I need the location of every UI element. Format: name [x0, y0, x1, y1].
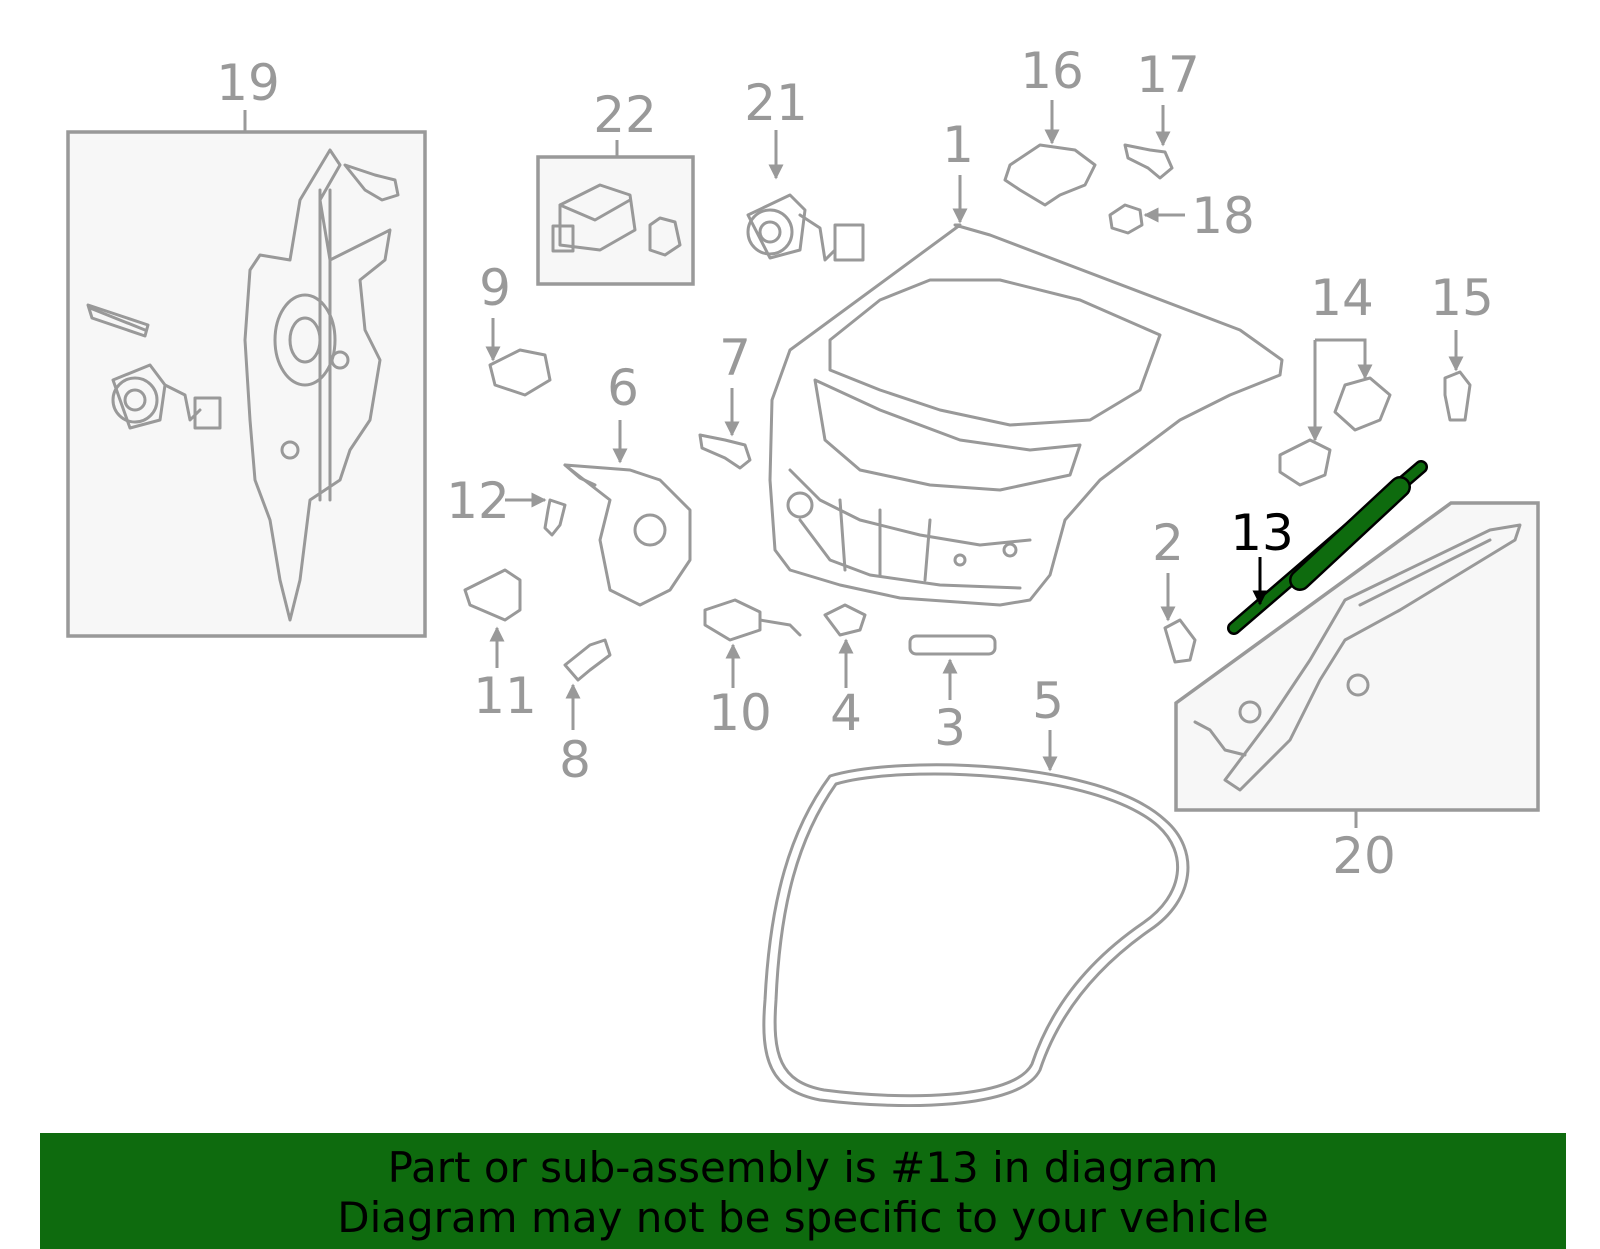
part-16-bracket[interactable]: [1003, 100, 1097, 207]
part-info-banner: Part or sub-assembly is #13 in diagram D…: [40, 1133, 1566, 1249]
callout-9: 9: [479, 259, 511, 317]
callout-21: 21: [744, 74, 808, 132]
part-17-bolt[interactable]: [1123, 105, 1174, 180]
callout-14: 14: [1310, 269, 1374, 327]
part-21-actuator[interactable]: [746, 130, 865, 262]
callout-1: 1: [942, 116, 974, 174]
callout-13: 13: [1230, 504, 1294, 562]
part-2-bumper[interactable]: [1160, 573, 1197, 664]
part-14-hinges[interactable]: [1278, 338, 1392, 487]
part-11-bumper[interactable]: [463, 568, 522, 668]
part-1-tailgate[interactable]: [768, 223, 1284, 607]
callout-5: 5: [1032, 672, 1064, 730]
part-13-lift-support-strut[interactable]: [1227, 460, 1428, 635]
callout-16: 16: [1020, 42, 1084, 100]
callout-6: 6: [607, 359, 639, 417]
callout-2: 2: [1152, 514, 1184, 572]
banner-line-1: Part or sub-assembly is #13 in diagram: [387, 1143, 1219, 1192]
part-20-trim-box[interactable]: [1174, 501, 1540, 828]
part-3-handle[interactable]: [908, 634, 997, 700]
callout-17: 17: [1136, 46, 1200, 104]
banner-line-2: Diagram may not be specific to your vehi…: [337, 1193, 1269, 1242]
part-7-bolt[interactable]: [698, 388, 752, 470]
callout-12: 12: [446, 472, 510, 530]
part-18-clip[interactable]: [1108, 203, 1185, 235]
part-5-weatherstrip[interactable]: [762, 763, 1190, 1108]
callout-15: 15: [1430, 269, 1494, 327]
part-9-clip[interactable]: [485, 318, 552, 397]
callout-7: 7: [719, 329, 751, 387]
part-19-window-regulator-box[interactable]: [66, 110, 427, 638]
callout-20: 20: [1332, 827, 1396, 885]
callout-22: 22: [593, 86, 657, 144]
part-22-module-box[interactable]: [536, 140, 695, 286]
part-15-bolt[interactable]: [1443, 330, 1472, 422]
part-6-latch[interactable]: [563, 420, 692, 607]
callout-11: 11: [473, 667, 537, 725]
part-8-bolt[interactable]: [563, 638, 612, 730]
callout-18: 18: [1191, 187, 1255, 245]
callout-3: 3: [934, 699, 966, 757]
part-12-screw[interactable]: [505, 492, 567, 537]
callout-4: 4: [830, 684, 862, 742]
callout-10: 10: [708, 684, 772, 742]
part-4-clip[interactable]: [823, 603, 867, 688]
callout-19: 19: [216, 54, 280, 112]
callout-8: 8: [559, 731, 591, 789]
part-10-switch[interactable]: [703, 598, 802, 688]
